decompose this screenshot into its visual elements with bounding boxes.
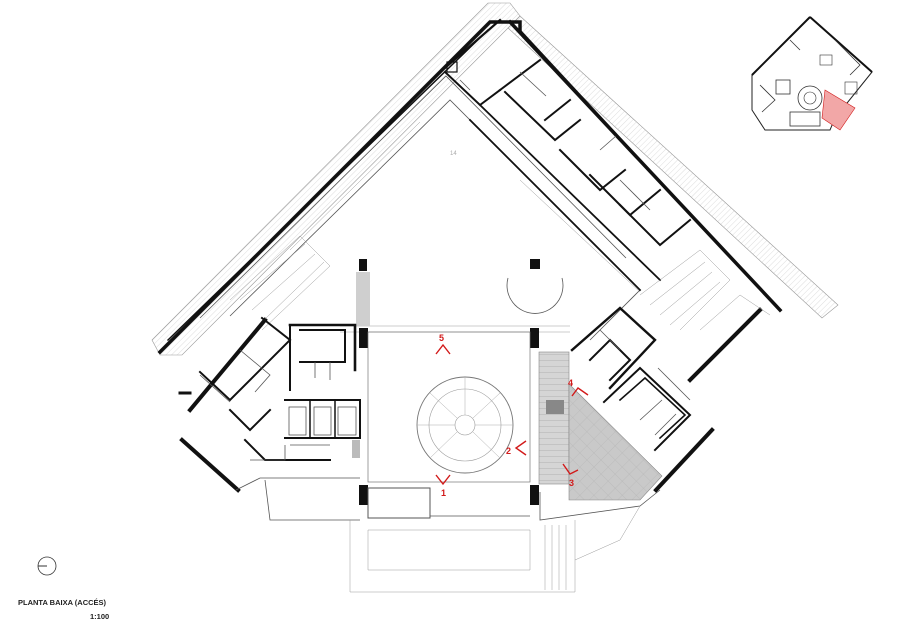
exterior-walls (157, 19, 783, 493)
west-ramps (229, 235, 331, 331)
svg-text:5: 5 (439, 333, 444, 343)
view-marker-3: 3 (562, 463, 579, 488)
east-rooms (570, 306, 692, 452)
room-number-label: 14 (450, 151, 457, 157)
east-ramps (639, 249, 771, 331)
drawing-title: PLANTA BAIXA (ACCÉS) (18, 598, 107, 607)
columns (359, 259, 540, 505)
facade-hatching (151, 2, 839, 356)
view-marker-2: 2 (506, 440, 527, 456)
svg-text:2: 2 (506, 446, 511, 456)
svg-text:1: 1 (441, 488, 446, 498)
view-marker-5: 5 (435, 333, 451, 355)
south-entrance (235, 477, 661, 593)
north-east-rooms (443, 18, 692, 292)
key-plan-highlight (821, 89, 856, 131)
drawing-scale: 1:100 (90, 612, 110, 621)
west-rooms (198, 316, 361, 461)
svg-text:3: 3 (569, 478, 574, 488)
svg-text:4: 4 (568, 378, 573, 388)
view-marker-4: 4 (568, 378, 589, 397)
key-plan-inset (751, 16, 873, 131)
entrance-hall (367, 331, 531, 483)
grey-screen-wall (356, 272, 370, 326)
drawing-title-block: PLANTA BAIXA (ACCÉS) 1:100 (18, 596, 109, 624)
round-structure (506, 277, 564, 314)
east-paving (538, 351, 663, 501)
view-marker-1: 1 (435, 474, 451, 498)
north-arrow-symbol (37, 556, 57, 576)
